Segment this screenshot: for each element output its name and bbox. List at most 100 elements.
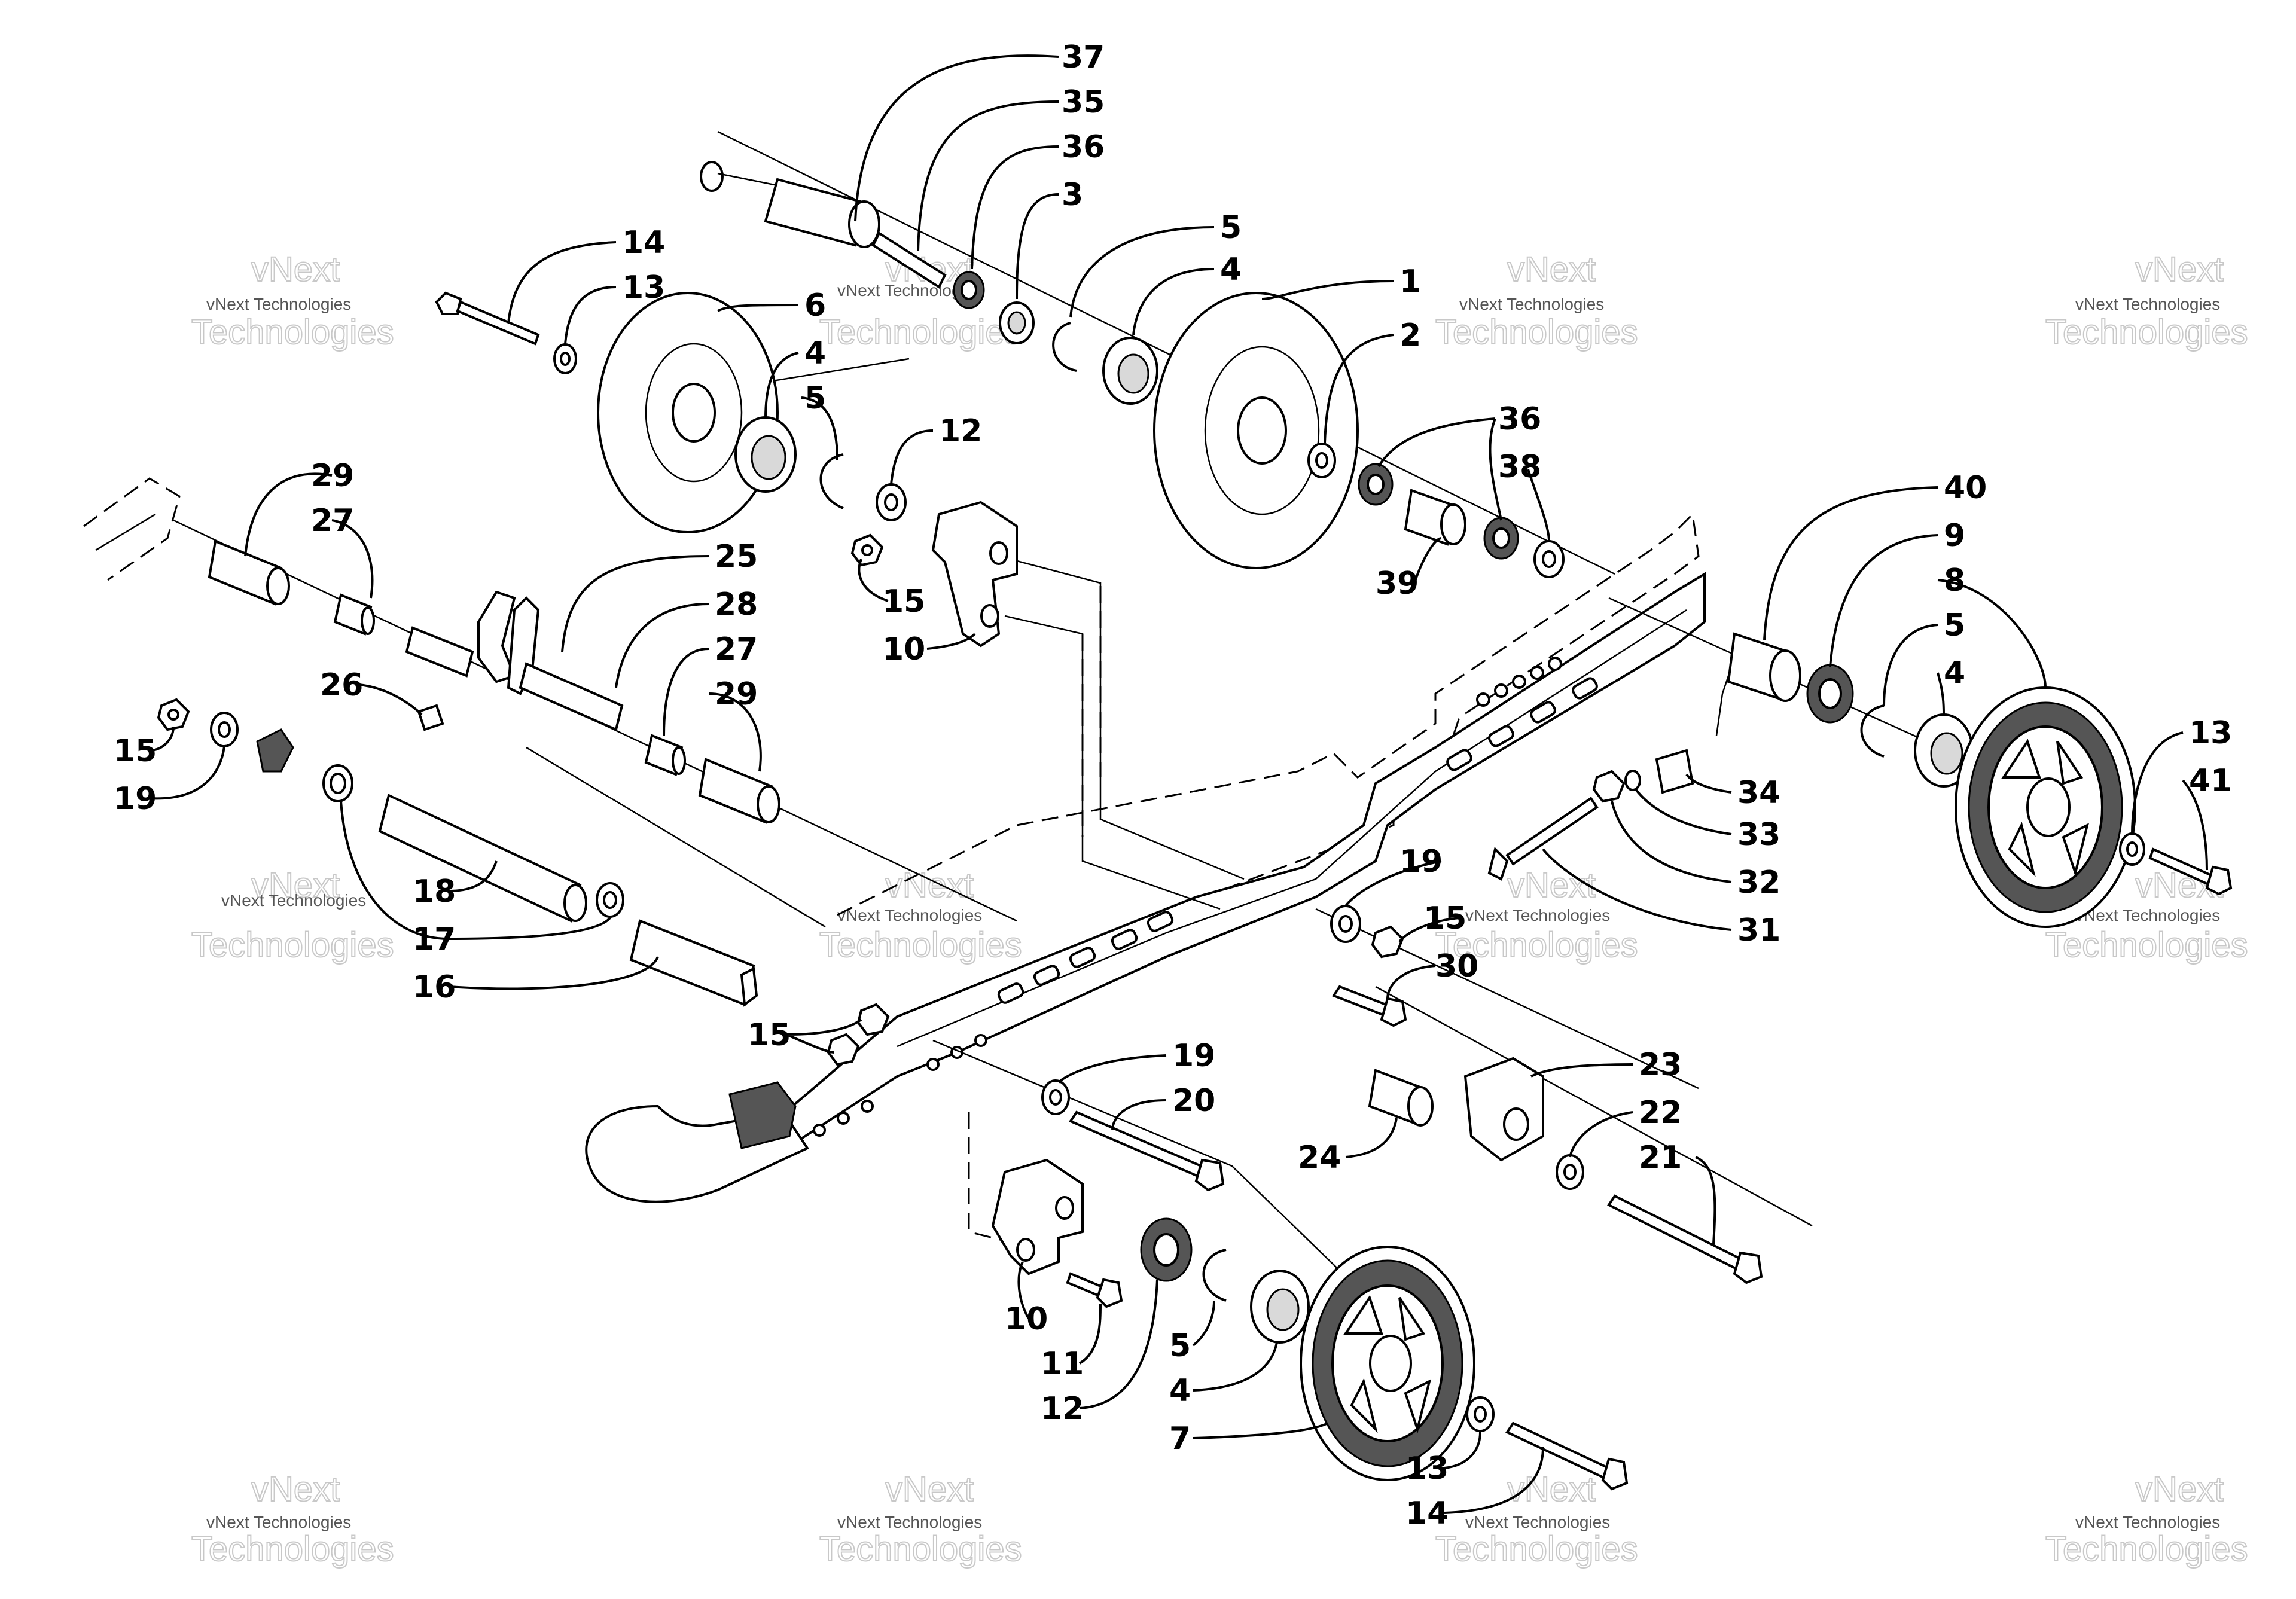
callout-labels: 37 35 36 3 5 4 1 14 13 6 4 5 12 2 36 38 … bbox=[114, 39, 2232, 1531]
callout-37: 37 bbox=[1062, 39, 1105, 75]
svg-text:vNext Technologies: vNext Technologies bbox=[2075, 906, 2220, 924]
part-ring-17-left bbox=[322, 764, 353, 802]
part-bracket-10-top bbox=[931, 501, 1018, 648]
leader-6 bbox=[717, 304, 799, 312]
part-bearing-36-mid bbox=[1358, 463, 1394, 506]
svg-text:vNext: vNext bbox=[1507, 1470, 1596, 1509]
axis-bracket-upper bbox=[998, 555, 1245, 880]
leader-4-top bbox=[1132, 268, 1215, 335]
callout-13-top: 13 bbox=[622, 270, 665, 306]
callout-35: 35 bbox=[1062, 84, 1105, 120]
callout-17: 17 bbox=[413, 921, 456, 957]
leader-3 bbox=[1016, 193, 1059, 300]
callout-36-mid: 36 bbox=[1498, 401, 1541, 437]
callout-27-left: 27 bbox=[311, 503, 354, 539]
callout-30: 30 bbox=[1435, 948, 1478, 984]
part-washer-9 bbox=[1806, 664, 1854, 724]
part-nut-15-left bbox=[157, 698, 190, 731]
part-washer-13-right bbox=[2119, 832, 2145, 866]
callout-11: 11 bbox=[1041, 1346, 1084, 1382]
svg-text:Technologies: Technologies bbox=[2045, 313, 2248, 352]
callout-31: 31 bbox=[1737, 913, 1780, 948]
part-bracket-10-lower bbox=[991, 1158, 1084, 1275]
leader-7 bbox=[1193, 1422, 1328, 1439]
leader-13-top bbox=[564, 286, 617, 344]
leader-5-right bbox=[1883, 624, 1938, 706]
callout-6: 6 bbox=[804, 288, 826, 324]
watermark-bottom-left: vNext vNext Technologies Technologies bbox=[191, 1469, 395, 1569]
callout-2: 2 bbox=[1399, 318, 1421, 353]
callout-1: 1 bbox=[1399, 264, 1421, 300]
svg-text:vNext: vNext bbox=[885, 866, 974, 905]
front-rail bbox=[687, 572, 1706, 1197]
leader-27-right bbox=[663, 648, 709, 736]
leader-2 bbox=[1324, 334, 1394, 443]
part-wheel-1 bbox=[1153, 292, 1359, 569]
leader-5-lower bbox=[1192, 1300, 1215, 1347]
part-nut-15-upper bbox=[850, 533, 884, 567]
svg-text:vNext: vNext bbox=[885, 1470, 974, 1509]
leader-14-lower bbox=[1444, 1447, 1544, 1514]
svg-text:Technologies: Technologies bbox=[819, 313, 1022, 352]
leader-29-right bbox=[708, 692, 762, 772]
svg-text:vNext: vNext bbox=[251, 1470, 340, 1509]
callout-15-right: 15 bbox=[1423, 901, 1466, 936]
rail-inner-line bbox=[897, 609, 1687, 1048]
leader-4-lower bbox=[1193, 1342, 1278, 1392]
callout-21: 21 bbox=[1639, 1140, 1682, 1176]
leader-29-left bbox=[244, 472, 333, 557]
leader-34 bbox=[1685, 773, 1732, 794]
svg-text:Technologies: Technologies bbox=[2045, 1530, 2248, 1569]
leader-36-mid bbox=[1377, 417, 1502, 521]
svg-text:Technologies: Technologies bbox=[1435, 1530, 1638, 1569]
callout-4-mid: 4 bbox=[804, 335, 826, 371]
part-spacer-2 bbox=[1307, 443, 1336, 478]
part-bushing-27-right bbox=[644, 734, 686, 776]
svg-text:Technologies: Technologies bbox=[191, 1530, 394, 1569]
leader-lines bbox=[149, 54, 2208, 1514]
part-bushing-39 bbox=[1404, 489, 1466, 546]
part-wheel-7 bbox=[1300, 1246, 1475, 1481]
callout-5-right: 5 bbox=[1944, 608, 1965, 643]
leader-10-top bbox=[926, 633, 976, 650]
part-washer-12-lower bbox=[1140, 1217, 1193, 1282]
callout-40: 40 bbox=[1944, 470, 1987, 506]
watermark-mid-center: vNext vNext Technologies Technologies bbox=[819, 865, 1023, 965]
leader-26 bbox=[358, 683, 423, 716]
assembly-lines bbox=[173, 130, 2034, 1364]
part-nut-15-right bbox=[1371, 925, 1404, 959]
callout-16: 16 bbox=[413, 969, 456, 1005]
leader-20 bbox=[1111, 1099, 1167, 1131]
leader-19-right bbox=[1344, 860, 1442, 907]
svg-text:vNext: vNext bbox=[2135, 250, 2224, 289]
watermark-top-right: vNext vNext Technologies Technologies bbox=[2045, 249, 2249, 352]
part-nut-15-lower-b bbox=[827, 1033, 860, 1066]
leader-15-left bbox=[152, 726, 175, 752]
callout-10-top: 10 bbox=[882, 631, 925, 667]
callout-29-left: 29 bbox=[311, 458, 354, 494]
part-bolt-31 bbox=[1487, 797, 1599, 881]
leader-22 bbox=[1569, 1111, 1633, 1158]
part-shaft-25 bbox=[405, 590, 624, 731]
part-bearing-4-right bbox=[1914, 713, 1974, 788]
callout-26: 26 bbox=[320, 667, 363, 703]
callout-27-right: 27 bbox=[715, 631, 758, 667]
callout-10-lower: 10 bbox=[1005, 1301, 1048, 1337]
part-ring-17-right bbox=[596, 882, 624, 918]
callout-41: 41 bbox=[2189, 763, 2232, 799]
callout-22: 22 bbox=[1639, 1095, 1682, 1131]
part-nut-15-lower-a bbox=[856, 1003, 890, 1036]
svg-text:Technologies: Technologies bbox=[191, 926, 394, 965]
callout-28: 28 bbox=[715, 587, 758, 622]
leader-36-top bbox=[971, 145, 1059, 270]
part-tube-29-left bbox=[208, 539, 290, 606]
svg-text:Technologies: Technologies bbox=[1435, 926, 1638, 965]
leader-16 bbox=[448, 956, 659, 990]
leader-15-lower bbox=[786, 1018, 862, 1054]
svg-text:vNext Technologies: vNext Technologies bbox=[837, 906, 982, 924]
rear-rail-stub-line bbox=[95, 513, 156, 551]
watermark-mid-mid: vNext vNext Technologies Technologies bbox=[1435, 865, 1639, 965]
leader-25 bbox=[561, 555, 709, 652]
axis-bracket-lower bbox=[1004, 615, 1221, 910]
svg-text:vNext: vNext bbox=[251, 250, 340, 289]
